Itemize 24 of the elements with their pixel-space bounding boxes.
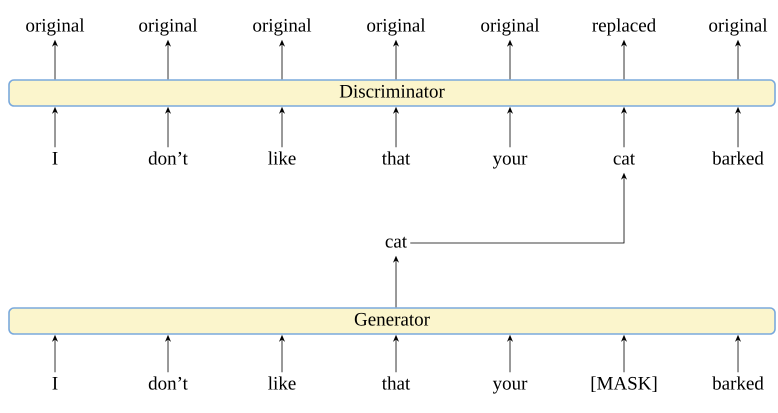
token-label: like [268, 151, 296, 165]
output-label: original [709, 18, 768, 36]
token-label: I [52, 152, 58, 164]
token-label: cat [614, 154, 635, 165]
output-label: replaced [592, 18, 656, 36]
output-label: original [481, 18, 540, 36]
output-label: original [253, 18, 312, 36]
model-box: Generator [8, 307, 776, 335]
token-label: like [268, 376, 296, 390]
token-label: don’t [148, 376, 188, 390]
token-label: cat [386, 236, 407, 248]
token-label: I [52, 377, 58, 390]
output-label: original [367, 18, 426, 36]
token-label: barked [712, 376, 764, 390]
token-label: that [382, 151, 410, 165]
token-label: barked [712, 151, 764, 165]
output-label: original [139, 18, 198, 36]
token-label: don’t [148, 151, 188, 165]
token-label: your [492, 380, 528, 394]
token-label: [MASK] [592, 376, 656, 392]
token-label: that [382, 376, 410, 390]
output-label: original [26, 18, 84, 36]
token-label: your [492, 156, 528, 169]
model-box: Discriminator [8, 79, 776, 107]
